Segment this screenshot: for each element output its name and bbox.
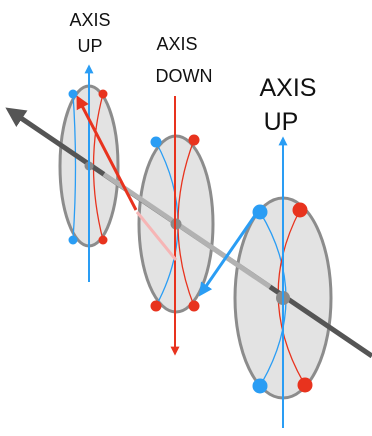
left-blue-dot-top xyxy=(68,89,78,99)
middle-label-line1: AXIS xyxy=(156,34,197,54)
middle-red-dot-bottom-left xyxy=(150,300,162,312)
middle-red-dot-top xyxy=(188,134,200,146)
main-axis xyxy=(5,107,372,359)
disc-middle-particles xyxy=(150,134,200,312)
blue-transition-arrow xyxy=(198,213,258,297)
left-label-line2: UP xyxy=(77,36,102,56)
right-blue-dot-top xyxy=(252,204,268,220)
right-red-dot-bottom xyxy=(297,377,313,393)
right-label-line1: AXIS xyxy=(260,74,317,102)
right-red-dot-top xyxy=(292,202,308,218)
disc-left-blue-orbit xyxy=(72,93,77,241)
middle-axis-label: AXIS DOWN xyxy=(156,34,213,86)
middle-label-line2: DOWN xyxy=(156,66,213,86)
right-blue-dot-bottom xyxy=(252,378,268,394)
left-axis-label: AXIS UP xyxy=(69,10,110,56)
right-axis-label: AXIS UP xyxy=(260,74,317,136)
middle-blue-dot-top xyxy=(150,136,162,148)
disc-left-particles xyxy=(68,89,108,245)
red-transition-arrow xyxy=(76,95,138,211)
left-red-dot-top xyxy=(98,89,108,99)
main-axis-faded-segment xyxy=(102,171,272,290)
left-blue-dot-bottom xyxy=(68,235,78,245)
right-label-line2: UP xyxy=(264,108,299,136)
left-red-dot-bottom xyxy=(98,235,108,245)
disc-right-particles xyxy=(252,202,313,394)
red-transition-arrow-faded-tail xyxy=(135,211,178,261)
left-label-line1: AXIS xyxy=(69,10,110,30)
middle-red-dot-bottom-right xyxy=(188,300,200,312)
